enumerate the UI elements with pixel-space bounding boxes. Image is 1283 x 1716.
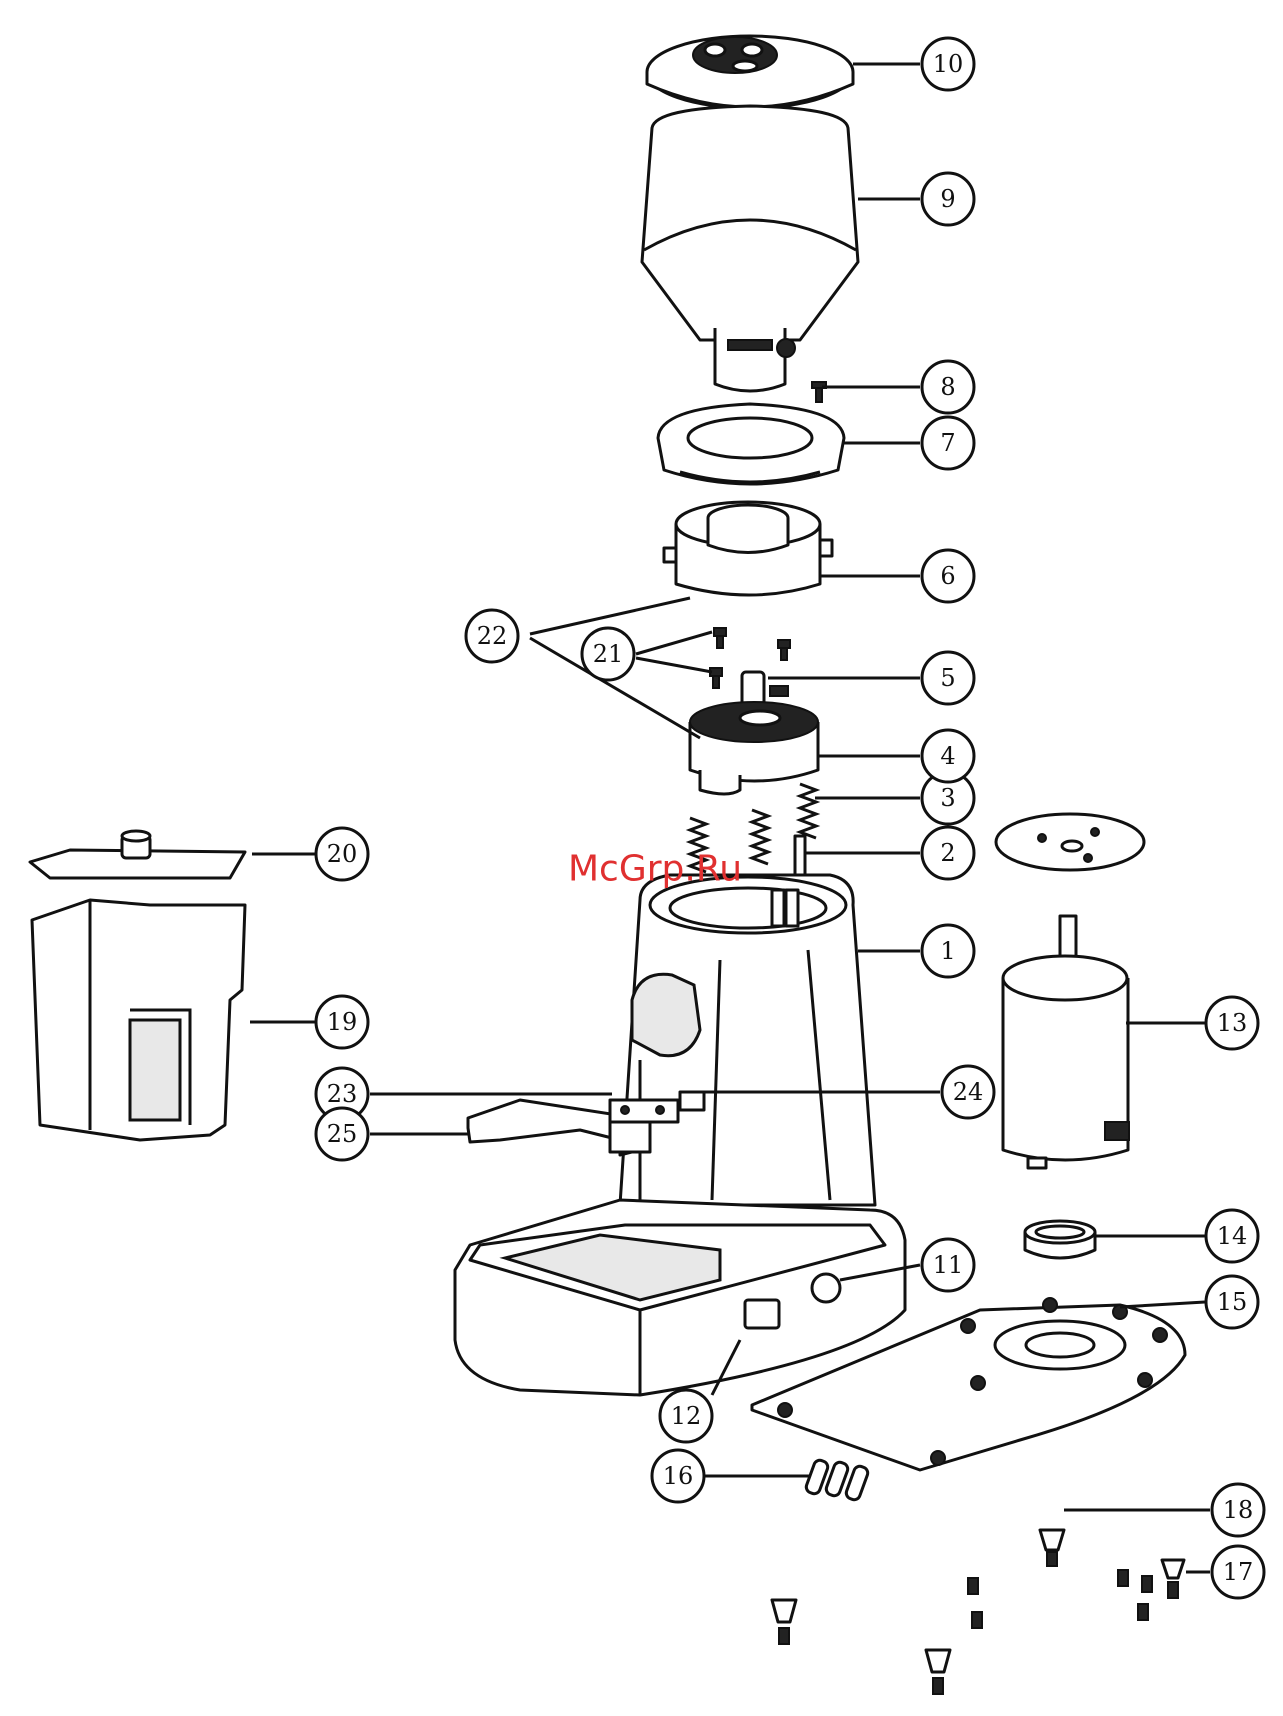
callout-label: 15 [1217,1288,1248,1316]
callout-label: 3 [940,784,955,812]
callout-5: 5 [922,652,974,704]
burr-disc [996,814,1144,870]
callout-label: 5 [940,664,955,692]
callout-2: 2 [922,827,974,879]
callout-label: 1 [940,937,955,965]
callout-16: 16 [652,1450,704,1502]
container-lid [30,831,245,878]
callout-22: 22 [466,610,518,662]
adjustment-ring [658,404,844,484]
callout-14: 14 [1206,1210,1258,1262]
callout-10: 10 [922,38,974,90]
screw-8 [812,382,826,402]
callout-label: 18 [1223,1496,1254,1524]
callout-1: 1 [922,925,974,977]
callout-19: 19 [316,996,368,1048]
callout-13: 13 [1206,997,1258,1049]
callout-21: 21 [582,628,634,680]
callout-label: 17 [1223,1558,1254,1586]
bean-hopper [642,106,858,391]
grinder-body [620,875,875,1230]
callout-4: 4 [922,730,974,782]
callout-20: 20 [316,828,368,880]
bushing-ring [1025,1221,1095,1258]
callout-label: 23 [327,1080,358,1108]
callout-6: 6 [922,550,974,602]
callout-label: 16 [663,1462,694,1490]
lower-burr-carrier [690,702,818,794]
callout-label: 21 [593,640,624,668]
feet-and-screws [772,1530,1184,1694]
callout-label: 14 [1217,1222,1248,1250]
watermark: McGrp.Ru [568,849,742,890]
callout-12: 12 [660,1390,712,1442]
motor [1003,916,1129,1168]
grinder-base [455,1200,905,1395]
callout-label: 4 [940,742,955,770]
callout-9: 9 [922,173,974,225]
callout-label: 2 [940,839,955,867]
callout-label: 20 [327,840,358,868]
hopper-lid [647,36,853,108]
callout-8: 8 [922,361,974,413]
callout-label: 6 [940,562,955,590]
callout-label: 13 [1217,1009,1248,1037]
callout-label: 9 [940,185,955,213]
callout-label: 22 [477,622,508,650]
callout-label: 12 [671,1402,702,1430]
ground-coffee-container [32,900,245,1140]
callout-label: 25 [327,1120,358,1148]
callout-24: 24 [942,1066,994,1118]
callout-label: 10 [933,50,964,78]
callout-label: 8 [940,373,955,401]
callout-25: 25 [316,1108,368,1160]
fuses [805,1459,870,1502]
callout-label: 24 [953,1078,984,1106]
callout-label: 19 [327,1008,358,1036]
callout-15: 15 [1206,1276,1258,1328]
callout-label: 11 [933,1251,964,1279]
callout-11: 11 [922,1239,974,1291]
upper-burr-carrier [664,502,832,595]
callout-label: 7 [940,429,955,457]
callout-17: 17 [1212,1546,1264,1598]
callout-18: 18 [1212,1484,1264,1536]
callout-7: 7 [922,417,974,469]
guide-pin [795,836,805,878]
